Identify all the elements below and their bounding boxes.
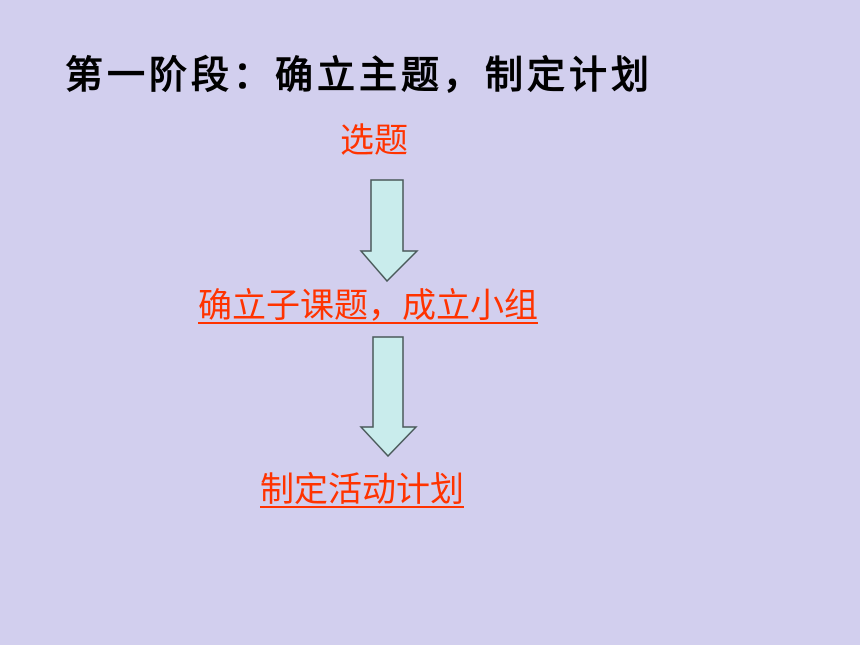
step-activity-plan[interactable]: 制定活动计划 — [260, 470, 464, 510]
down-arrow-shape — [359, 179, 419, 283]
slide-title: 第一阶段：确立主题，制定计划 — [65, 52, 654, 97]
down-arrow-2 — [359, 336, 418, 458]
step-select-topic: 选题 — [340, 121, 408, 161]
down-arrow-1 — [359, 179, 419, 283]
down-arrow-shape — [359, 336, 418, 458]
step-subtopic-group[interactable]: 确立子课题，成立小组 — [198, 286, 538, 326]
